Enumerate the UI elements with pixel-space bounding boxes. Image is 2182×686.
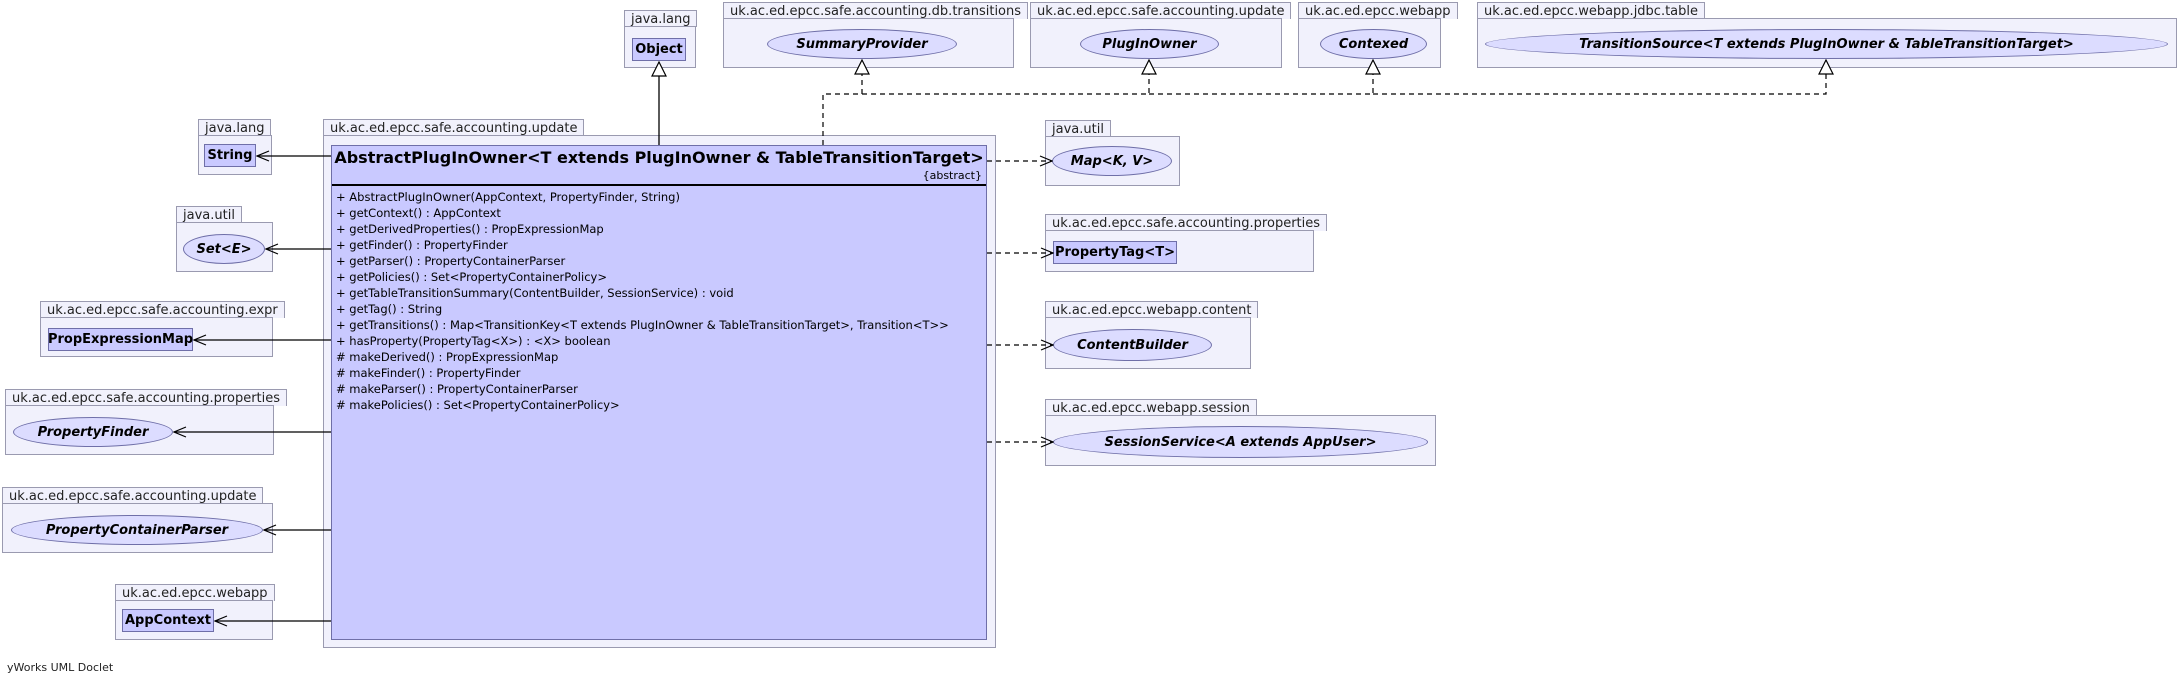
- package-label: uk.ac.ed.epcc.webapp: [1298, 2, 1458, 19]
- member-list: + AbstractPlugInOwner(AppContext, Proper…: [336, 189, 982, 413]
- class-header: AbstractPlugInOwner<T extends PlugInOwne…: [332, 146, 986, 186]
- interface-map[interactable]: Map<K, V>: [1052, 146, 1172, 176]
- interface-property-finder[interactable]: PropertyFinder: [13, 417, 173, 447]
- package-label: uk.ac.ed.epcc.webapp.content: [1045, 301, 1259, 318]
- class-object[interactable]: Object: [632, 38, 686, 61]
- class-prop-expression-map[interactable]: PropExpressionMap: [48, 328, 193, 351]
- interface-transition-source[interactable]: TransitionSource<T extends PlugInOwner &…: [1485, 29, 2168, 59]
- package-label: uk.ac.ed.epcc.safe.accounting.db.transit…: [723, 2, 1029, 19]
- package-properties-left: uk.ac.ed.epcc.safe.accounting.properties: [5, 389, 288, 455]
- package-label: uk.ac.ed.epcc.safe.accounting.update: [2, 487, 264, 504]
- package-label: java.util: [176, 206, 242, 223]
- member-get-derived-properties[interactable]: + getDerivedProperties() : PropExpressio…: [336, 222, 604, 236]
- package-label: uk.ac.ed.epcc.safe.accounting.update: [323, 119, 585, 136]
- package-label: java.lang: [198, 119, 272, 136]
- member-make-parser[interactable]: # makeParser() : PropertyContainerParser: [336, 382, 578, 396]
- member-get-tag[interactable]: + getTag() : String: [336, 302, 443, 316]
- member-has-property[interactable]: + hasProperty(PropertyTag<X>) : <X> bool…: [336, 334, 611, 348]
- package-label: uk.ac.ed.epcc.safe.accounting.update: [1030, 2, 1292, 19]
- member-make-finder[interactable]: # makeFinder() : PropertyFinder: [336, 366, 521, 380]
- footer-credit: yWorks UML Doclet: [7, 661, 114, 674]
- member-get-table-transition-summary[interactable]: + getTableTransitionSummary(ContentBuild…: [336, 286, 734, 300]
- interface-contexed[interactable]: Contexed: [1320, 29, 1427, 59]
- class-app-context[interactable]: AppContext: [122, 609, 214, 632]
- member-get-finder[interactable]: + getFinder() : PropertyFinder: [336, 238, 508, 252]
- member-get-context[interactable]: + getContext() : AppContext: [336, 206, 501, 220]
- package-webapp-left: uk.ac.ed.epcc.webapp: [115, 584, 275, 640]
- edge-dependencies-right: [987, 161, 1053, 442]
- package-label: uk.ac.ed.epcc.safe.accounting.properties: [1045, 214, 1328, 231]
- class-stereotype: {abstract}: [922, 169, 982, 182]
- package-label: uk.ac.ed.epcc.webapp.session: [1045, 399, 1257, 416]
- class-name: AbstractPlugInOwner<T extends PlugInOwne…: [334, 148, 984, 167]
- package-label: uk.ac.ed.epcc.webapp.jdbc.table: [1477, 2, 1706, 19]
- class-abstract-plugin-owner[interactable]: AbstractPlugInOwner<T extends PlugInOwne…: [331, 145, 987, 640]
- package-label: java.lang: [624, 10, 698, 27]
- package-label: java.util: [1045, 120, 1111, 137]
- package-label: uk.ac.ed.epcc.safe.accounting.properties: [5, 389, 288, 406]
- member-get-policies[interactable]: + getPolicies() : Set<PropertyContainerP…: [336, 270, 607, 284]
- interface-plugin-owner[interactable]: PlugInOwner: [1080, 29, 1219, 59]
- class-property-tag[interactable]: PropertyTag<T>: [1053, 241, 1177, 264]
- interface-content-builder[interactable]: ContentBuilder: [1053, 329, 1212, 361]
- interface-set[interactable]: Set<E>: [183, 234, 265, 264]
- interface-property-container-parser[interactable]: PropertyContainerParser: [11, 515, 263, 545]
- member-get-transitions[interactable]: + getTransitions() : Map<TransitionKey<T…: [336, 318, 949, 332]
- class-string[interactable]: String: [204, 144, 256, 167]
- member-make-derived[interactable]: # makeDerived() : PropExpressionMap: [336, 350, 559, 364]
- package-label: uk.ac.ed.epcc.safe.accounting.expr: [40, 301, 285, 318]
- member-get-parser[interactable]: + getParser() : PropertyContainerParser: [336, 254, 566, 268]
- interface-session-service[interactable]: SessionService<A extends AppUser>: [1053, 426, 1428, 458]
- member-constructor[interactable]: + AbstractPlugInOwner(AppContext, Proper…: [336, 190, 680, 204]
- interface-summary-provider[interactable]: SummaryProvider: [767, 29, 957, 59]
- member-make-policies[interactable]: # makePolicies() : Set<PropertyContainer…: [336, 398, 620, 412]
- package-label: uk.ac.ed.epcc.webapp: [115, 584, 275, 601]
